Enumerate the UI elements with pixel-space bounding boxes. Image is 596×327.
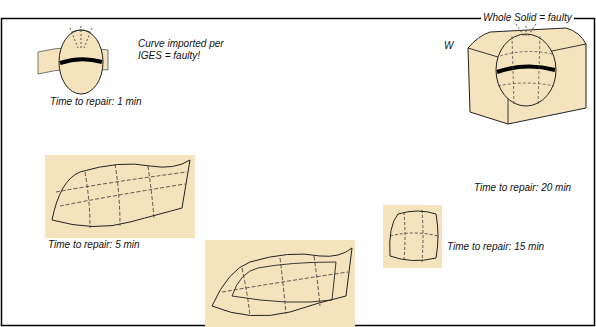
curve-figure — [38, 26, 108, 94]
surface-figure — [205, 240, 355, 327]
solid-figure — [468, 22, 586, 124]
repair-time: Time to repair: 15 min — [447, 241, 544, 253]
callout-note: Curve imported per IGES = faulty! — [138, 38, 234, 62]
stray-letter: W — [444, 40, 453, 52]
repair-time: Time to repair: 20 min — [474, 182, 571, 194]
repair-time: Time to repair: 5 min — [48, 239, 140, 251]
callout-note: Whole Solid = faulty — [481, 12, 574, 24]
repair-time: Time to repair: 1 min — [50, 96, 142, 108]
surface-figure — [383, 205, 442, 268]
surface-figure — [45, 155, 195, 238]
